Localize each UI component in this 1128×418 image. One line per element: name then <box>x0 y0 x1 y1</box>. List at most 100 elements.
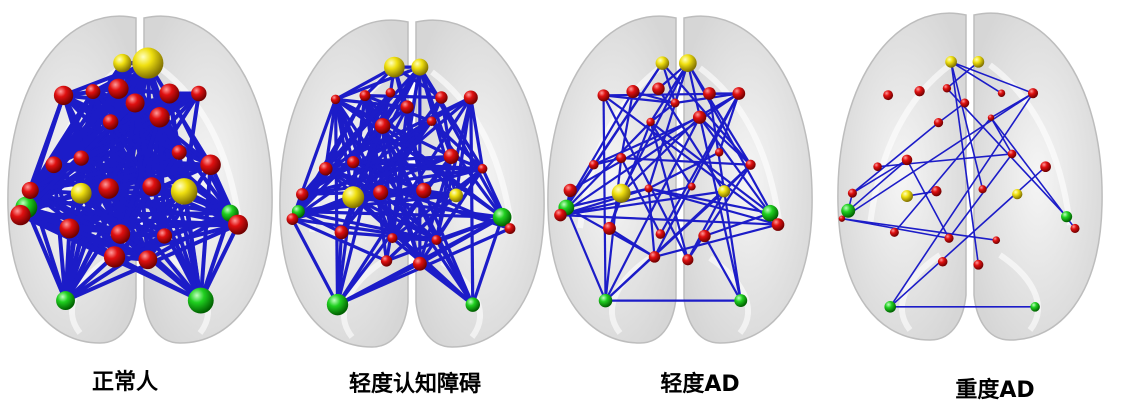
network-edge <box>469 97 475 305</box>
node-green <box>326 293 349 316</box>
node-red <box>616 153 627 164</box>
panel-label-severe-ad: 重度AD <box>955 378 1035 403</box>
node-red <box>987 114 995 121</box>
network-edge <box>841 92 1034 220</box>
network-edge <box>113 255 202 303</box>
network-edge <box>20 213 239 227</box>
network-edge <box>686 62 742 301</box>
node-red <box>138 250 158 270</box>
network-edge <box>301 154 452 196</box>
network-edge <box>291 124 384 221</box>
network-edge <box>893 117 992 233</box>
node-red <box>771 218 785 231</box>
node-red <box>387 233 398 244</box>
network-edge <box>291 91 392 221</box>
node-red <box>873 162 882 172</box>
node-green <box>1061 211 1073 223</box>
node-red <box>703 87 716 100</box>
network-edge <box>938 102 966 124</box>
node-red <box>588 159 599 170</box>
brain-panel-3 <box>837 12 1103 341</box>
node-red <box>732 87 746 100</box>
node-red <box>53 85 74 106</box>
node-red <box>463 90 478 105</box>
node-red <box>937 256 948 267</box>
node-red <box>997 89 1006 97</box>
network-edge <box>661 62 677 104</box>
node-red <box>652 82 665 96</box>
network-edge <box>291 218 339 306</box>
node-red <box>426 116 437 127</box>
node-red <box>1027 88 1039 99</box>
network-edge <box>950 61 984 190</box>
node-red <box>431 235 442 245</box>
node-red <box>330 94 341 105</box>
brain-gyrus <box>988 62 1073 332</box>
network-edge <box>718 93 740 153</box>
node-red <box>670 98 680 108</box>
network-edge <box>950 61 1002 94</box>
node-yellow <box>70 182 92 204</box>
node-red <box>847 188 857 198</box>
node-red <box>318 161 333 176</box>
node-red <box>228 214 248 235</box>
network-edge <box>948 153 1013 239</box>
network-edge <box>649 121 689 261</box>
node-red <box>602 221 616 235</box>
network-edge <box>381 125 394 239</box>
node-red <box>142 177 162 196</box>
node-red <box>286 213 299 225</box>
node-red <box>10 204 31 226</box>
network-edge <box>569 92 740 192</box>
network-edge <box>364 94 442 100</box>
node-red <box>745 159 756 170</box>
network-edge <box>946 87 1068 218</box>
network-edge <box>157 117 167 237</box>
node-red <box>385 87 396 98</box>
network-edge <box>950 61 1034 94</box>
node-yellow <box>718 185 731 198</box>
node-red <box>443 148 459 164</box>
node-red <box>435 91 448 104</box>
node-red <box>110 224 131 244</box>
node-red <box>21 181 39 199</box>
node-yellow <box>945 55 957 68</box>
network-edge <box>990 117 1076 229</box>
network-edge <box>469 97 485 170</box>
network-edge <box>560 187 649 217</box>
network-edge <box>291 217 388 263</box>
brain-panel-1 <box>279 19 545 348</box>
network-edge <box>291 154 452 221</box>
edges <box>841 61 1076 308</box>
brain-panel-0 <box>7 15 273 344</box>
node-red <box>1007 149 1017 159</box>
network-edge <box>847 159 908 212</box>
node-red <box>103 246 126 268</box>
network-edge <box>851 159 908 194</box>
network-edge <box>602 94 779 226</box>
node-red <box>1070 223 1080 233</box>
network-edge <box>390 106 409 239</box>
node-yellow <box>132 47 164 79</box>
brain-gyrus <box>698 65 783 335</box>
node-red <box>944 233 954 243</box>
network-edge <box>325 167 511 231</box>
node-green <box>56 291 75 311</box>
network-edge <box>647 188 656 257</box>
node-red <box>59 218 80 239</box>
network-edge <box>565 207 607 302</box>
node-green <box>1030 302 1040 312</box>
network-edge <box>419 215 503 266</box>
network-edge <box>340 106 409 234</box>
node-yellow <box>342 186 365 209</box>
node-red <box>931 186 942 197</box>
network-edge <box>435 167 484 241</box>
network-edge <box>559 121 652 216</box>
network-edge <box>69 222 239 231</box>
network-edge <box>430 120 484 170</box>
network-edge <box>608 227 656 258</box>
network-edge <box>648 151 720 190</box>
brain-hemisphere <box>415 19 545 348</box>
node-red <box>933 117 944 128</box>
